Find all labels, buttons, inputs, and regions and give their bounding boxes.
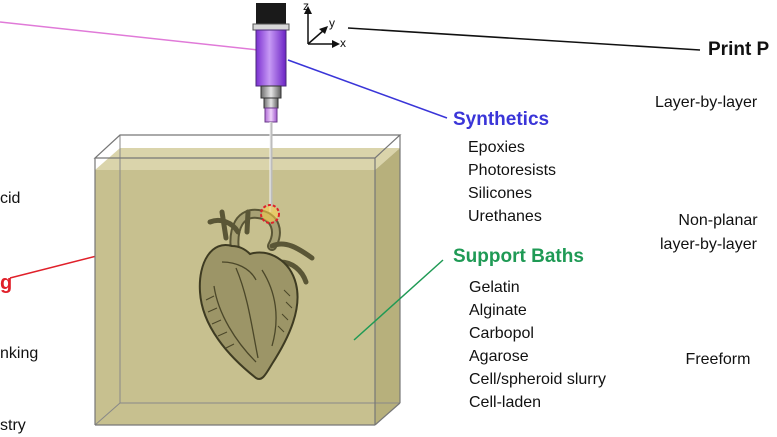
label-chemistry-partial: stry: [0, 417, 26, 434]
vessel-top-mid: [244, 209, 251, 235]
print-path-freeform: Freeform: [685, 351, 751, 368]
syringe-hub-lower: [263, 97, 279, 109]
heart-illustration: [198, 208, 315, 380]
axis-label-x: x: [340, 36, 346, 50]
aorta-arch-fill: [231, 210, 279, 261]
print-path-non-planar-layer: layer-by-layer: [660, 236, 757, 253]
syringe-barrel: [255, 29, 287, 87]
label-acid-partial: cid: [0, 190, 21, 207]
list-item: Cell-laden: [469, 394, 542, 411]
support-baths-connector-line: [353, 259, 444, 341]
axis-label-y: y: [329, 16, 335, 30]
coordinate-axes: [304, 6, 340, 48]
axis-connector-line: [347, 27, 701, 51]
list-item: Silicones: [468, 185, 533, 202]
list-item: Gelatin: [469, 279, 520, 296]
heart-shading: [213, 261, 277, 363]
heart-hatching: [205, 289, 293, 349]
support-bath-container: [94, 135, 400, 426]
label-linking-partial: nking: [0, 345, 39, 362]
bath-gel-side: [375, 148, 400, 425]
list-item: Alginate: [469, 302, 527, 319]
syringe-hub: [260, 85, 282, 99]
vessel-top-left: [219, 209, 229, 241]
axis-label-z: z: [303, 0, 309, 13]
syringe-tip: [264, 107, 278, 123]
list-item: Cell/spheroid slurry: [469, 371, 606, 388]
print-path-layer-by-layer: Layer-by-layer: [655, 94, 758, 111]
print-path-heading: Print P: [708, 39, 770, 60]
syringe-plunger-ring: [252, 23, 290, 31]
print-spot-highlight: [262, 206, 278, 222]
support-baths-list: Gelatin Alginate Carbopol Agarose Cell/s…: [469, 276, 606, 414]
list-item: Urethanes: [468, 208, 542, 225]
container-back-edge-bottom-left: [94, 402, 121, 426]
container-front-edges: [93, 134, 402, 426]
print-path-non-planar: Non-planar: [678, 212, 758, 229]
pink-connector-line: [0, 21, 259, 51]
print-spot-ring: [260, 204, 280, 224]
list-item: Agarose: [469, 348, 529, 365]
synthetics-connector-line: [287, 59, 448, 119]
syringe-printhead: [252, 3, 290, 212]
list-item: Photoresists: [468, 162, 557, 179]
synthetics-list: Epoxies Photoresists Silicones Urethanes: [468, 136, 556, 228]
vessel-right: [269, 241, 315, 261]
list-item: Carbopol: [469, 325, 534, 342]
label-printing-partial: g: [0, 272, 13, 294]
bath-gel-top-surface: [95, 148, 400, 170]
list-item: Epoxies: [468, 139, 525, 156]
support-baths-heading: Support Baths: [453, 246, 584, 267]
synthetics-heading: Synthetics: [453, 109, 550, 130]
syringe-plunger-cap: [256, 3, 286, 25]
